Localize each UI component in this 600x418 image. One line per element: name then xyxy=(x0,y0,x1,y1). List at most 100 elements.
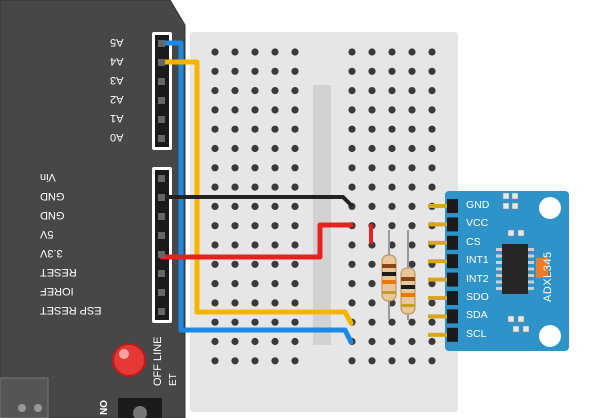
breadboard-hole xyxy=(291,48,299,56)
smd-components xyxy=(502,192,530,333)
breadboard-hole xyxy=(388,48,396,56)
breadboard-hole xyxy=(408,337,416,346)
breadboard-hole xyxy=(211,183,219,191)
analog-pin-label: A4 xyxy=(110,55,124,67)
resistors xyxy=(381,230,416,320)
header-pin xyxy=(428,296,450,300)
power-pin-label: 3.3V xyxy=(40,247,63,259)
breadboard-hole xyxy=(368,202,376,210)
breadboard-hole xyxy=(211,202,219,210)
breadboard-hole xyxy=(348,241,356,249)
breadboard-hole xyxy=(388,67,396,75)
breadboard-hole xyxy=(251,87,259,95)
header-pin-housing xyxy=(447,254,458,269)
breadboard-hole xyxy=(291,164,299,172)
breadboard-hole xyxy=(428,337,436,346)
chip-pin xyxy=(496,287,502,290)
smd-component xyxy=(507,315,515,323)
breadboard-hole xyxy=(271,202,279,210)
sensor-name-label: ADXL345 xyxy=(542,251,554,302)
breadboard-hole xyxy=(271,357,279,365)
breadboard-hole xyxy=(428,144,436,153)
smd-component xyxy=(511,202,519,210)
power-pin-socket xyxy=(158,175,165,182)
sensor-pin-label: INT2 xyxy=(466,272,489,285)
analog-header xyxy=(155,35,169,147)
chip-pin xyxy=(496,274,502,277)
wire-blue-scl xyxy=(159,40,354,345)
breadboard-hole xyxy=(271,222,279,230)
arduino-board xyxy=(0,0,186,418)
breadboard xyxy=(190,32,458,412)
breadboard-hole xyxy=(231,144,239,153)
breadboard-hole xyxy=(211,106,219,114)
header-pin xyxy=(428,222,450,227)
chip-pins xyxy=(496,248,534,290)
chip-pin xyxy=(528,254,534,258)
breadboard-hole xyxy=(368,280,376,288)
analog-pin-label: A5 xyxy=(110,36,124,48)
power-header xyxy=(155,170,169,320)
wire-black-gnd xyxy=(160,195,353,207)
resistor-2-band-2 xyxy=(401,285,415,289)
chip-pin xyxy=(496,280,502,284)
breadboard-hole xyxy=(408,183,416,191)
breadboard-hole xyxy=(368,67,376,75)
breadboard-hole xyxy=(271,87,279,95)
breadboard-hole xyxy=(231,222,239,230)
sensor-pin-label: SDA xyxy=(466,309,488,322)
breadboard-hole xyxy=(291,125,299,133)
breadboard-hole xyxy=(388,337,396,346)
breadboard-hole xyxy=(428,67,436,75)
breadboard-hole xyxy=(271,67,279,75)
breadboard-hole xyxy=(271,318,279,326)
led-highlight xyxy=(119,349,129,359)
mount-hole-top xyxy=(539,197,561,219)
breadboard-hole xyxy=(291,183,299,191)
breadboard-hole xyxy=(271,164,279,172)
breadboard-hole xyxy=(388,183,396,191)
breadboard-hole xyxy=(291,241,299,249)
breadboard-hole xyxy=(348,280,356,288)
breadboard-hole xyxy=(348,299,356,307)
breadboard-hole xyxy=(291,222,299,230)
breadboard-hole xyxy=(368,106,376,114)
sensor-pin-label: CS xyxy=(466,235,481,248)
smd-component xyxy=(507,229,515,237)
breadboard-hole xyxy=(231,357,239,365)
breadboard-hole xyxy=(251,241,259,249)
breadboard-hole xyxy=(211,87,219,95)
breadboard-hole xyxy=(271,125,279,133)
header-pin-housing xyxy=(447,291,458,305)
breadboard-hole xyxy=(231,260,239,268)
analog-pin-socket xyxy=(158,40,165,47)
power-pin-label: RESET xyxy=(40,266,77,278)
breadboard-hole xyxy=(251,318,259,326)
breadboard-holes xyxy=(211,48,436,365)
smd-component xyxy=(502,202,510,210)
reset-button-cap[interactable] xyxy=(133,406,147,418)
breadboard-hole xyxy=(251,357,259,365)
header-pin-housing xyxy=(447,309,458,324)
smd-component xyxy=(522,325,530,333)
breadboard-hole xyxy=(428,48,436,56)
wire-yellow-sda xyxy=(159,59,354,326)
adxl345-module xyxy=(428,191,569,351)
breadboard-hole xyxy=(271,260,279,268)
breadboard-hole xyxy=(388,202,396,210)
breadboard-hole xyxy=(291,106,299,114)
breadboard-hole xyxy=(251,164,259,172)
breadboard-hole xyxy=(408,357,416,365)
analog-pin-socket xyxy=(158,59,165,66)
resistor-1 xyxy=(381,254,397,302)
breadboard-hole xyxy=(348,48,356,56)
power-pin-label: 5V xyxy=(40,228,54,240)
breadboard-hole xyxy=(388,106,396,114)
breadboard-hole xyxy=(231,337,239,346)
breadboard-hole xyxy=(251,67,259,75)
breadboard-hole xyxy=(348,87,356,95)
breadboard-hole xyxy=(231,318,239,326)
power-pin-socket xyxy=(158,232,165,239)
breadboard-hole xyxy=(211,222,219,230)
